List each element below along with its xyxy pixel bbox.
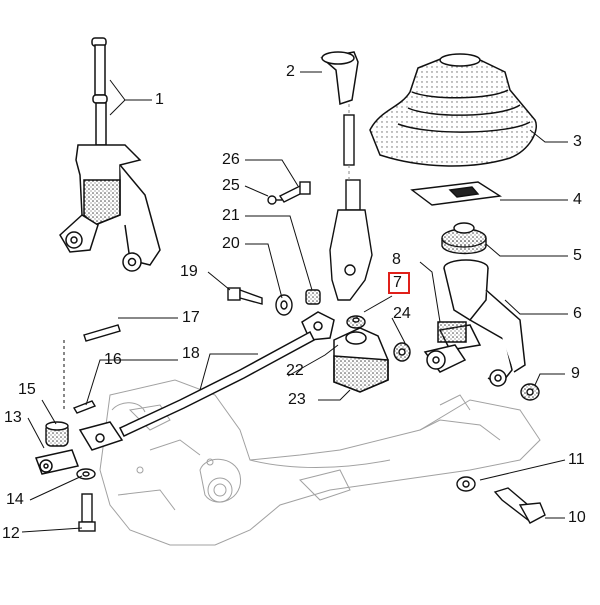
part-17-pin [83, 324, 121, 342]
part-15-bush [45, 421, 69, 447]
part-13-clevis [34, 421, 124, 475]
part-label-14: 14 [6, 491, 24, 508]
part-label-2: 2 [286, 63, 295, 80]
part-label-4: 4 [573, 191, 582, 208]
leader-lines [21, 71, 568, 533]
part-4-plate [410, 181, 502, 206]
part-5-bushing [441, 222, 487, 255]
part-label-22: 22 [286, 362, 304, 379]
part-label-10: 10 [568, 509, 586, 526]
part-label-25: 25 [222, 177, 240, 194]
part-23-block [333, 327, 389, 393]
part-label-24: 24 [393, 305, 411, 322]
part-9-bush [520, 383, 540, 401]
part-label-19: 19 [180, 263, 198, 280]
part-7-bushing [346, 315, 366, 329]
part-20-washer [275, 294, 293, 316]
part-25-clip [267, 195, 282, 205]
highlight-box-part-7 [388, 272, 410, 294]
part-label-20: 20 [222, 235, 240, 252]
part-label-6: 6 [573, 305, 582, 322]
part-label-12: 12 [2, 525, 20, 542]
part-1-lever-assembly [59, 37, 161, 272]
part-12-bolt [78, 493, 96, 532]
part-label-21: 21 [222, 207, 240, 224]
shift-rod [329, 114, 373, 301]
part-label-13: 13 [4, 409, 22, 426]
part-19-bolt [227, 287, 263, 305]
part-label-7[interactable]: 7 [393, 274, 402, 291]
part-24-bush [393, 342, 411, 362]
gearbox-housing [99, 379, 541, 546]
part-label-11: 11 [568, 451, 585, 468]
part-label-15: 15 [18, 381, 36, 398]
part-label-16: 16 [104, 351, 122, 368]
part-label-17: 17 [182, 309, 200, 326]
part-label-5: 5 [573, 247, 582, 264]
part-2-knob [320, 51, 359, 106]
part-26-bolt [278, 181, 311, 203]
part-16-pin [72, 400, 97, 414]
part-label-26: 26 [222, 151, 240, 168]
part-18-rod [118, 330, 315, 437]
part-label-1: 1 [155, 91, 164, 108]
part-6-bracket [423, 259, 526, 387]
part-label-3: 3 [573, 133, 582, 150]
part-3-boot [369, 53, 537, 167]
part-label-18: 18 [182, 345, 200, 362]
part-label-23: 23 [288, 391, 306, 408]
part-label-8: 8 [392, 251, 401, 268]
part-21-bush [305, 289, 321, 305]
part-11-washer [456, 476, 476, 492]
part-label-9: 9 [571, 365, 580, 382]
part-10-bolt [493, 487, 546, 524]
